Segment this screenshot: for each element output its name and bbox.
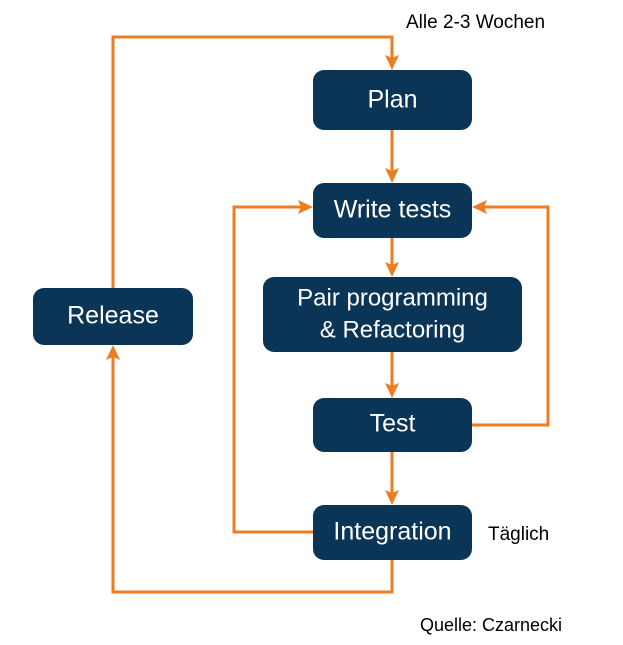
annotation-source: Quelle: Czarnecki	[420, 615, 562, 635]
arrowhead-into-release	[106, 345, 120, 360]
edge-integration-to-release	[106, 345, 394, 594]
arrowhead-into-integration	[385, 490, 399, 505]
arrowhead-into-write-tests-right	[472, 200, 487, 214]
node-test-shape[interactable]	[313, 398, 472, 452]
arrowhead-into-test	[385, 383, 399, 398]
arrowhead-into-pair	[385, 262, 399, 277]
edge-pair-to-test	[385, 352, 399, 398]
node-pair-programming-label-line2: & Refactoring	[320, 316, 465, 343]
node-plan[interactable]: Plan	[313, 70, 472, 130]
arrowhead-into-write-tests-top	[385, 168, 399, 183]
node-write-tests-shape[interactable]	[313, 183, 472, 238]
node-integration-shape[interactable]	[313, 505, 472, 560]
annotation-daily-cycle: Täglich	[488, 524, 549, 545]
node-test[interactable]: Test	[313, 398, 472, 452]
node-integration-label: Integration	[333, 518, 451, 546]
edge-test-to-write-tests	[472, 200, 550, 427]
edge-write-tests-to-pair	[385, 238, 399, 277]
node-pair-programming-shape[interactable]	[263, 277, 522, 352]
node-write-tests-label: Write tests	[334, 196, 452, 224]
node-integration[interactable]: Integration	[313, 505, 472, 560]
node-release-shape[interactable]	[33, 288, 193, 345]
node-test-label: Test	[370, 410, 416, 438]
node-plan-shape[interactable]	[313, 70, 472, 130]
node-pair-programming[interactable]: Pair programming & Refactoring	[263, 277, 522, 352]
node-pair-programming-label-line1: Pair programming	[297, 284, 488, 311]
edge-test-to-integration	[385, 452, 399, 505]
arrowhead-into-write-tests-left	[298, 200, 313, 214]
edge-release-to-plan	[111, 35, 399, 288]
annotation-top-cycle: Alle 2-3 Wochen	[406, 12, 545, 33]
node-write-tests[interactable]: Write tests	[313, 183, 472, 238]
node-release-label: Release	[67, 302, 159, 330]
node-release[interactable]: Release	[33, 288, 193, 345]
node-plan-label: Plan	[367, 86, 417, 114]
arrowhead-into-plan	[385, 55, 399, 70]
edge-plan-to-write-tests	[385, 130, 399, 183]
edge-integration-to-write-tests	[232, 200, 313, 534]
